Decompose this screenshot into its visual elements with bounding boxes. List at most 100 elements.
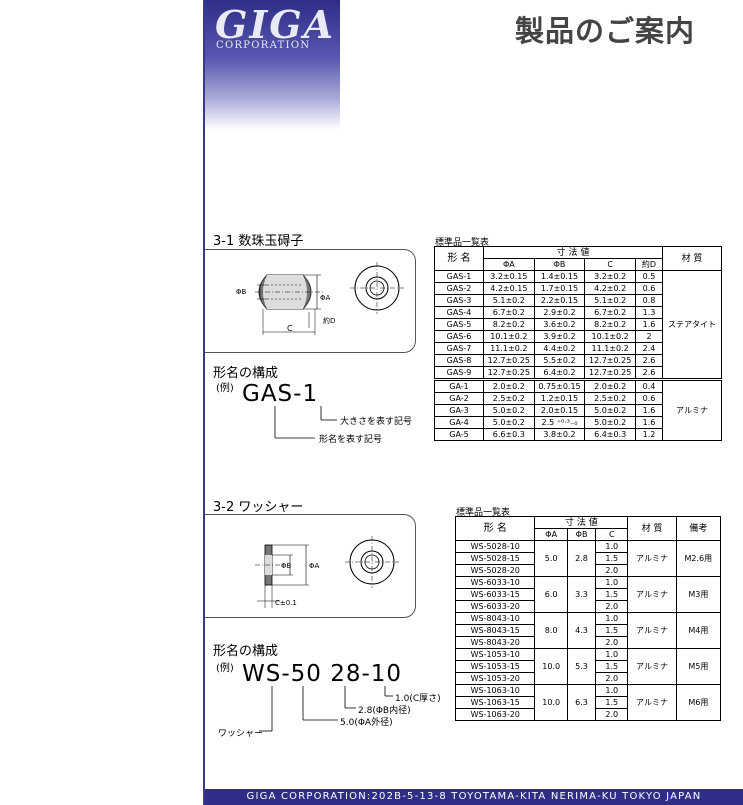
ws-cell-a: 8.0: [534, 612, 568, 649]
gas-bead-drawing: ΦB ΦA C 約D: [236, 262, 404, 335]
gas-cell-value: 6.6±0.3: [483, 428, 535, 441]
gas-cell-value: 12.7±0.25: [483, 354, 535, 367]
gas-cell-value: 0.6: [635, 392, 663, 405]
ws-cell-c: 1.5: [595, 624, 629, 637]
ws-cell-c: 1.5: [595, 588, 629, 601]
ws-example-label: (例): [216, 663, 234, 674]
gas-cell-value: 1.6: [635, 318, 663, 331]
gas-example-label: (例): [216, 383, 234, 394]
gas-cell-value: 0.6: [635, 282, 663, 295]
gas-cell-value: 2.6: [635, 354, 663, 367]
ws-cell-c: 2.0: [595, 708, 629, 721]
ws-cell-model: WS-5028-20: [454, 564, 536, 577]
gas-cell-material: アルミナ: [662, 378, 722, 441]
ws-cell-c: 1.5: [595, 696, 629, 709]
gas-cell-model: GA-4: [434, 416, 484, 429]
ws-section-title: 3-2 ワッシャー: [213, 500, 304, 515]
gas-cell-model: GAS-8: [434, 354, 484, 367]
gas-cell-value: 1.3: [635, 306, 663, 319]
ws-cell-c: 1.5: [595, 660, 629, 673]
gas-cell-value: 2.6: [635, 366, 663, 380]
gas-cell-value: 1.6: [635, 404, 663, 417]
ws-header-a: ΦA: [534, 528, 568, 541]
ws-cell-material: アルミナ: [627, 648, 677, 685]
ws-diagram-box: ΦB ΦA C±0.1: [205, 514, 416, 618]
gas-cell-model: GAS-3: [434, 294, 484, 307]
ws-cell-note: M5用: [675, 648, 722, 685]
ws-composition-title: 形名の構成: [213, 644, 279, 659]
ws-cell-a: 5.0: [534, 540, 568, 577]
gas-cell-value: 4.2±0.15: [483, 282, 535, 295]
ws-cell-model: WS-1053-15: [454, 660, 536, 673]
ws-cell-model: WS-8043-15: [454, 624, 536, 637]
gas-cell-value: 6.4±0.2: [533, 366, 586, 380]
gas-cell-value: 3.2±0.15: [483, 270, 535, 283]
gas-cell-value: 8.2±0.2: [584, 318, 636, 331]
ws-cell-model: WS-6033-20: [454, 600, 536, 613]
ws-header-material: 材 質: [627, 516, 677, 541]
gas-cell-value: 6.7±0.2: [483, 306, 535, 319]
gas-cell-value: 5.0±0.2: [584, 404, 636, 417]
gas-cell-value: 5.5±0.2: [533, 354, 586, 367]
ws-part-number: WS-50 28-10: [242, 661, 403, 687]
gas-cell-value: 1.7±0.15: [533, 282, 586, 295]
gas-cell-value: 1.2: [635, 428, 663, 441]
ws-legend-thickness: 1.0(C厚さ): [395, 694, 441, 704]
gas-legend-lines: [274, 406, 337, 439]
gas-cell-value: 0.8: [635, 294, 663, 307]
logo-wordmark: GIGA: [215, 2, 336, 47]
ws-table-title: 標準品一覧表: [456, 508, 511, 518]
ws-dim-c-label: C±0.1: [275, 599, 297, 607]
ws-cell-material: アルミナ: [627, 684, 677, 721]
company-logo: GIGA CORPORATION: [205, 0, 340, 130]
gas-cell-value: 6.7±0.2: [584, 306, 636, 319]
ws-header-model: 形 名: [454, 516, 536, 541]
ws-cell-note: M6用: [675, 684, 722, 721]
gas-dim-c-label: C: [287, 324, 293, 333]
ws-cell-c: 1.0: [595, 576, 629, 589]
gas-cell-value: 11.1±0.2: [483, 342, 535, 355]
ws-cell-material: アルミナ: [627, 612, 677, 649]
gas-part-number: GAS-1: [242, 381, 319, 407]
ws-legend-washer: ワッシャー: [218, 729, 264, 739]
gas-cell-value: 5.0±0.2: [584, 416, 636, 429]
gas-cell-value: 0.4: [635, 378, 663, 393]
ws-header-note: 備考: [675, 516, 722, 541]
gas-dim-a-label: ΦA: [320, 294, 331, 302]
gas-diagram-box: ΦB ΦA C 約D: [205, 249, 416, 353]
gas-cell-value: 1.6: [635, 416, 663, 429]
gas-cell-model: GAS-4: [434, 306, 484, 319]
gas-cell-value: 3.2±0.2: [584, 270, 636, 283]
gas-header-material: 材 質: [662, 246, 722, 271]
gas-header-model: 形 名: [434, 246, 484, 271]
gas-cell-value: 6.4±0.3: [584, 428, 636, 441]
gas-cell-material: ステアタイト: [662, 270, 722, 380]
ws-cell-model: WS-6033-10: [454, 576, 536, 589]
ws-cell-model: WS-1053-20: [454, 672, 536, 685]
ws-cell-c: 1.0: [595, 540, 629, 553]
gas-cell-value: 2.0±0.15: [533, 404, 586, 417]
gas-dim-b-label: ΦB: [236, 288, 247, 296]
gas-cell-value: 1.4±0.15: [533, 270, 586, 283]
gas-cell-value: 10.1±0.2: [584, 330, 636, 343]
gas-cell-value: 10.1±0.2: [483, 330, 535, 343]
ws-cell-model: WS-1063-10: [454, 684, 536, 697]
ws-cell-c: 1.5: [595, 552, 629, 565]
ws-washer-drawing: ΦB ΦA C±0.1: [255, 536, 399, 608]
gas-cell-value: 5.1±0.2: [483, 294, 535, 307]
gas-cell-value: 11.1±0.2: [584, 342, 636, 355]
gas-cell-value: 1.2±0.15: [533, 392, 586, 405]
gas-table-title: 標準品一覧表: [435, 238, 490, 248]
gas-cell-value: 2.5±0.2: [584, 392, 636, 405]
